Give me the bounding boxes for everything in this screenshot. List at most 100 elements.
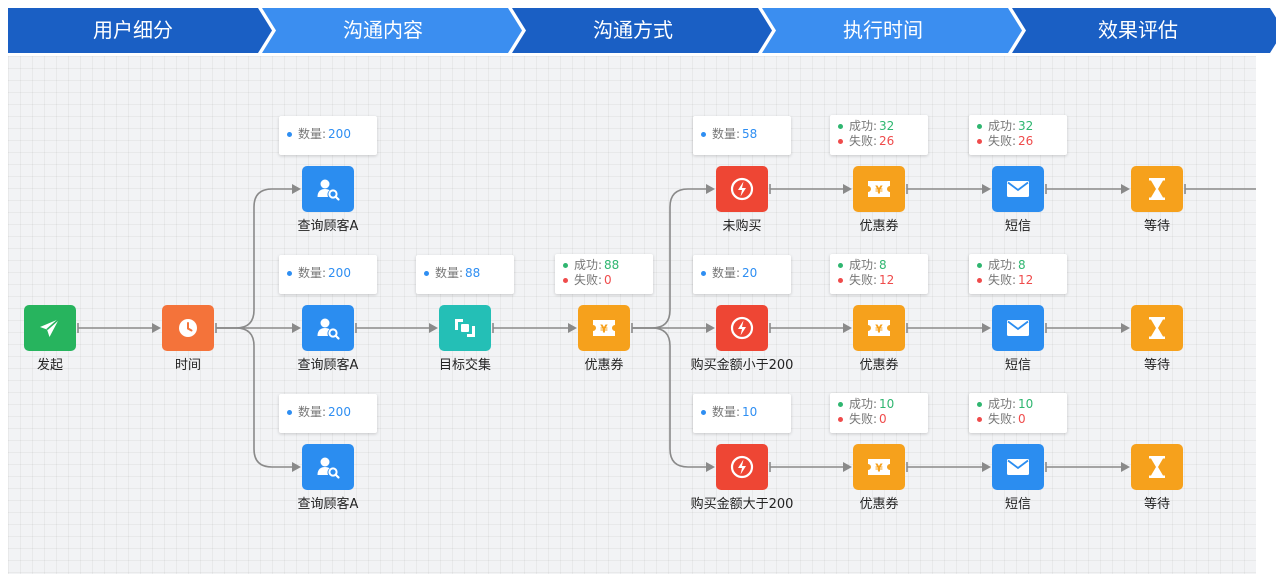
flow-node-query-a3[interactable] [302,444,354,490]
stat-value: 12 [879,273,895,287]
stat-value: 26 [1018,134,1034,148]
edge-arrowhead [706,184,715,194]
step-chevron [262,8,522,53]
svg-text:¥: ¥ [875,184,883,197]
stat-label: 成功: [988,397,1017,411]
coupon-icon: ¥ [590,316,618,340]
node-label: 等待 [1143,219,1170,234]
stat-value: 10 [1018,397,1034,411]
coupon-icon: ¥ [865,177,893,201]
flow-node-coupon-main[interactable]: ¥ [578,305,630,351]
status-dot [977,402,982,407]
edge-arrowhead [1121,323,1130,333]
stat-row: 失败:0 [977,412,1059,427]
edge-arrowhead [843,184,852,194]
step-chevron [8,8,272,53]
stat-value: 88 [604,258,620,272]
status-dot [977,124,982,129]
stat-label: 成功: [574,258,603,272]
stat-label: 数量: [435,266,464,280]
lightning-icon [729,454,755,480]
flow-node-buy-gt-200[interactable] [716,444,768,490]
envelope-icon [1005,456,1031,478]
flow-edge [632,188,707,329]
coupon-icon: ¥ [865,455,893,479]
send-icon [38,316,62,340]
stat-value: 0 [879,412,887,426]
step-bar-chevrons [8,8,1280,53]
flow-node-wait-2[interactable] [1131,305,1183,351]
stat-card: 数量:200 [279,394,377,433]
flow-node-wait-3[interactable] [1131,444,1183,490]
stat-label: 数量: [712,127,741,141]
user-search-icon [315,315,341,341]
stat-value: 8 [879,258,887,272]
node-label: 查询顾客A [297,219,359,234]
step-communication-method[interactable]: 沟通方式 [593,18,673,42]
flow-edge [632,327,707,468]
node-label: 等待 [1143,358,1170,373]
stat-label: 成功: [849,119,878,133]
step-user-segmentation[interactable]: 用户细分 [93,18,173,42]
flow-edge [216,188,293,329]
stat-value: 0 [1018,412,1026,426]
node-label: 发起 [36,358,63,373]
status-dot [287,271,292,276]
stat-card: 数量:58 [693,116,791,155]
stat-value: 8 [1018,258,1026,272]
flow-node-start[interactable] [24,305,76,351]
flow-node-intersect[interactable] [439,305,491,351]
node-label: 优惠券 [859,219,899,234]
status-dot [563,278,568,283]
stat-label: 成功: [849,258,878,272]
flow-node-time[interactable] [162,305,214,351]
stat-row: 数量:10 [701,405,783,420]
status-dot [287,410,292,415]
edge-arrowhead [292,462,301,472]
flow-node-sms-3[interactable] [992,444,1044,490]
stat-row: 数量:200 [287,127,369,142]
stat-value: 58 [742,127,758,141]
flow-node-wait-1[interactable] [1131,166,1183,212]
stat-label: 失败: [574,273,603,287]
svg-text:¥: ¥ [875,323,883,336]
stat-row: 失败:0 [838,412,920,427]
step-effect-evaluation[interactable]: 效果评估 [1098,18,1178,42]
edge-arrowhead [429,323,438,333]
node-label: 等待 [1143,497,1170,512]
flow-node-coupon-2[interactable]: ¥ [853,305,905,351]
status-dot [701,271,706,276]
step-chevron [512,8,772,53]
stat-row: 数量:58 [701,127,783,142]
stat-row: 成功:8 [838,258,920,273]
stat-label: 数量: [712,266,741,280]
flow-node-query-a2[interactable] [302,305,354,351]
stat-value: 32 [1018,119,1034,133]
stat-label: 数量: [712,405,741,419]
node-label: 优惠券 [859,497,899,512]
flow-node-not-bought[interactable] [716,166,768,212]
step-execution-time[interactable]: 执行时间 [843,18,923,42]
hourglass-icon [1146,454,1168,480]
flow-node-sms-2[interactable] [992,305,1044,351]
stat-row: 失败:12 [838,273,920,288]
flow-node-buy-lt-200[interactable] [716,305,768,351]
stat-label: 失败: [849,273,878,287]
edge-arrowhead [152,323,161,333]
status-dot [838,417,843,422]
node-label: 购买金额小于200 [690,358,794,373]
clock-icon [176,316,200,340]
flow-edges [77,184,1256,472]
stat-value: 200 [328,405,351,419]
edge-arrowhead [1121,462,1130,472]
edge-arrowhead [706,462,715,472]
stat-row: 成功:8 [977,258,1059,273]
flow-node-sms-1[interactable] [992,166,1044,212]
step-communication-content[interactable]: 沟通内容 [343,18,423,42]
flow-node-query-a1[interactable] [302,166,354,212]
flow-node-coupon-3[interactable]: ¥ [853,444,905,490]
flow-node-coupon-1[interactable]: ¥ [853,166,905,212]
status-dot [977,417,982,422]
